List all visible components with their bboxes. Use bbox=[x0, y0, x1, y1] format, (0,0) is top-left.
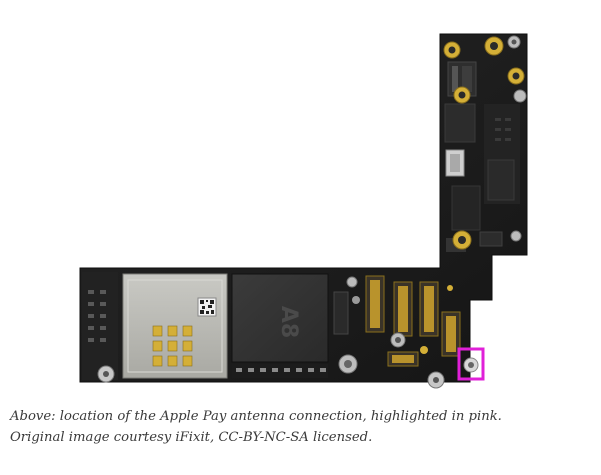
sim-reader bbox=[122, 273, 228, 379]
screw-pads-upper bbox=[443, 35, 527, 250]
logic-board-figure: A8 bbox=[79, 33, 528, 389]
logic-board-photo: A8 bbox=[79, 33, 528, 389]
figure-caption: Above: location of the Apple Pay antenna… bbox=[10, 406, 595, 448]
caption-line-1: Above: location of the Apple Pay antenna… bbox=[10, 409, 502, 424]
apple-pay-antenna-highlight bbox=[457, 347, 485, 381]
a8-processor: A8 bbox=[231, 273, 329, 363]
caption-line-2: Original image courtesy iFixit, CC-BY-NC… bbox=[10, 430, 373, 445]
svg-text:A8: A8 bbox=[276, 306, 301, 338]
connectors bbox=[365, 275, 461, 367]
